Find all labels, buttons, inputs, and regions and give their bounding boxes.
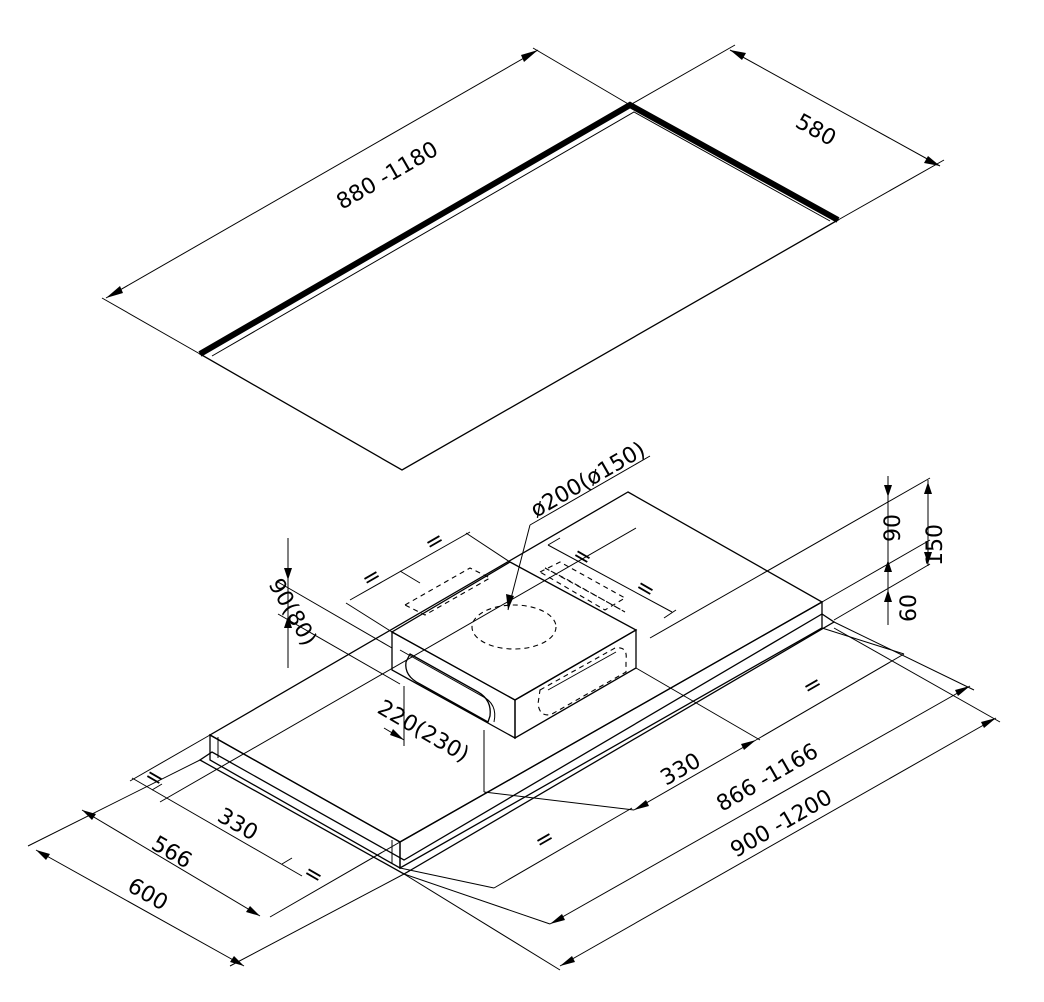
- dim-right-330-label: 330: [657, 749, 706, 792]
- eq-mark: =: [799, 670, 827, 701]
- dim-outlet-width: 220(230): [373, 686, 485, 792]
- dim-width-600: 600: [27, 759, 405, 967]
- front-outlet: [405, 653, 491, 723]
- eq-mark: =: [568, 542, 596, 573]
- dim-box-top-eq: = =: [345, 526, 511, 633]
- dim-width-600-label: 600: [123, 874, 172, 917]
- hood-front-face: [209, 733, 401, 870]
- box-right-face: [514, 628, 637, 740]
- dim-duct-diameter-label: ø200(ø150): [527, 438, 650, 524]
- dim-length-900: 900 -1200: [403, 627, 1001, 971]
- dim-150-label: 150: [923, 524, 948, 566]
- duct-circle: [471, 604, 557, 650]
- dim-cutout-length-label: 880 -1180: [333, 137, 443, 215]
- eq-mark: =: [358, 562, 386, 593]
- dim-outlet-height: 90(80): [263, 538, 401, 685]
- dim-width-566-label: 566: [147, 832, 196, 875]
- dim-duct-diameter: ø200(ø150): [506, 438, 651, 611]
- eq-mark: =: [531, 824, 559, 855]
- dim-60-label: 60: [897, 594, 922, 622]
- cutout-inner-edge: [198, 101, 840, 357]
- dim-left-330-label: 330: [213, 804, 262, 847]
- center-line: [159, 527, 637, 803]
- dim-right-heights: 90 150 60: [649, 476, 948, 639]
- ceiling-cutout: [198, 101, 840, 471]
- dim-cutout-length: 880 -1180: [101, 47, 631, 355]
- alt-outlets-dashed: [403, 561, 627, 616]
- cutout-inner-edge-shadow: [211, 111, 831, 357]
- dim-left-330: = = 330: [129, 734, 401, 918]
- eq-mark: =: [631, 574, 659, 605]
- dim-cutout-width-label: 580: [791, 109, 840, 151]
- dim-90-label: 90: [881, 514, 906, 542]
- dim-outlet-height-label: 90(80): [263, 575, 321, 651]
- motor-box: [390, 561, 638, 740]
- eq-mark: =: [421, 526, 449, 557]
- side-outlet: [537, 647, 627, 716]
- cutout-outline: [198, 104, 840, 471]
- box-top-face: [390, 561, 638, 701]
